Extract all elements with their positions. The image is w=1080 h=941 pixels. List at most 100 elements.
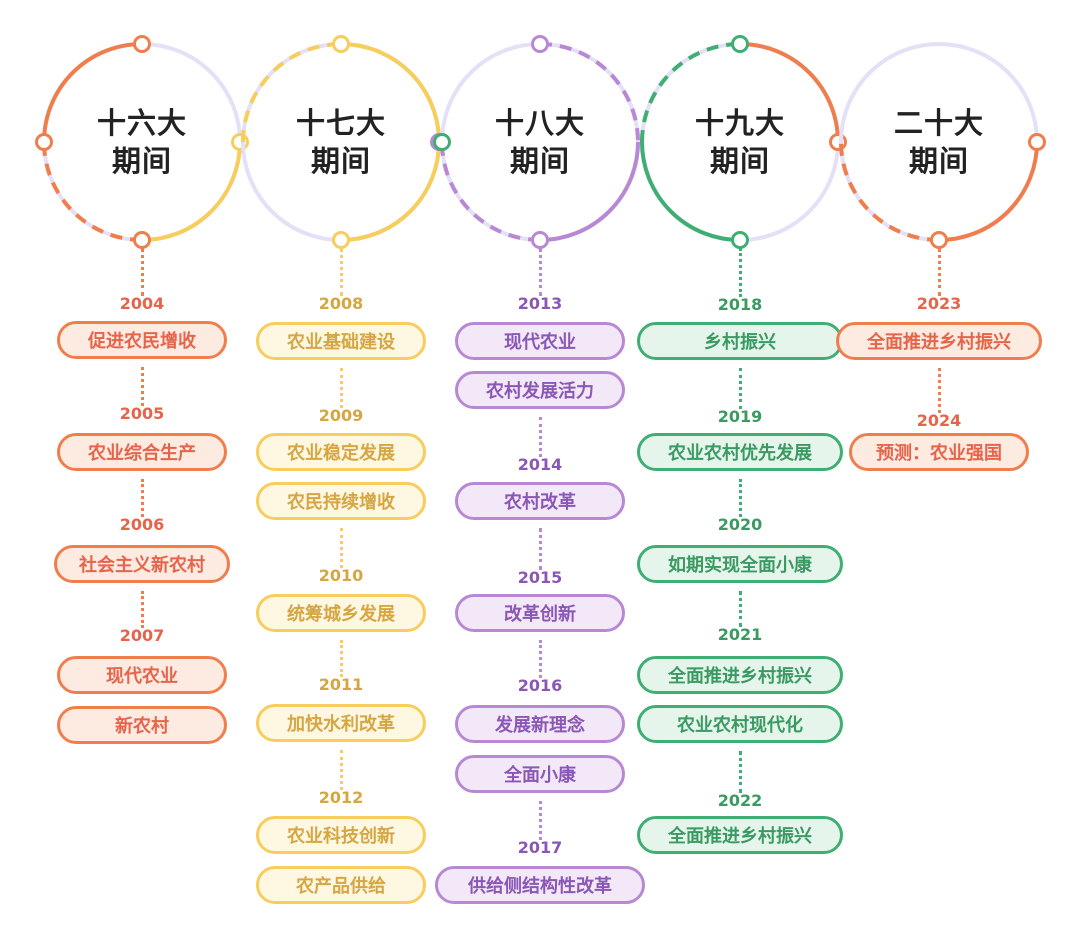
policy-pill: 社会主义新农村 bbox=[54, 545, 230, 583]
p18-connector bbox=[538, 248, 542, 296]
p17-title-line2: 期间 bbox=[310, 144, 371, 178]
policy-pill: 全面推进乡村振兴 bbox=[637, 656, 843, 694]
policy-pill: 农业科技创新 bbox=[256, 816, 426, 854]
year-label: 2011 bbox=[318, 675, 364, 694]
policy-pill: 改革创新 bbox=[455, 594, 625, 632]
year-label: 2013 bbox=[517, 294, 563, 313]
p19-title: 十九大期间 bbox=[640, 104, 840, 180]
p18-ring-node bbox=[531, 35, 549, 53]
year-label: 2020 bbox=[717, 515, 763, 534]
p20-ring-node bbox=[1028, 133, 1046, 151]
policy-pill: 农业基础建设 bbox=[256, 322, 426, 360]
year-label: 2023 bbox=[916, 294, 962, 313]
p17-connector bbox=[339, 640, 343, 677]
policy-pill: 农业农村优先发展 bbox=[637, 433, 843, 471]
p19-ring-node bbox=[731, 231, 749, 249]
p19-connector bbox=[738, 248, 742, 297]
p18-title-line2: 期间 bbox=[509, 144, 570, 178]
policy-pill: 农民持续增收 bbox=[256, 482, 426, 520]
p19-connector bbox=[738, 591, 742, 627]
p19-connector bbox=[738, 368, 742, 409]
policy-pill: 农业综合生产 bbox=[57, 433, 227, 471]
policy-pill: 农村发展活力 bbox=[455, 371, 625, 409]
p19-ring-arc bbox=[640, 141, 741, 242]
policy-pill: 农业农村现代化 bbox=[637, 705, 843, 743]
policy-pill: 农业稳定发展 bbox=[256, 433, 426, 471]
year-label: 2010 bbox=[318, 566, 364, 585]
p16-title: 十六大期间 bbox=[42, 104, 242, 180]
p20-ring-node bbox=[930, 231, 948, 249]
policy-pill: 全面小康 bbox=[455, 755, 625, 793]
p17-ring-node bbox=[332, 231, 350, 249]
policy-pill: 全面推进乡村振兴 bbox=[637, 816, 843, 854]
p18-connector bbox=[538, 417, 542, 457]
year-label: 2012 bbox=[318, 788, 364, 807]
year-label: 2019 bbox=[717, 407, 763, 426]
year-label: 2015 bbox=[517, 568, 563, 587]
p16-ring-arc bbox=[42, 42, 143, 143]
year-label: 2017 bbox=[517, 838, 563, 857]
p18-connector bbox=[538, 801, 542, 840]
p17-ring-arc bbox=[340, 42, 441, 143]
p16-title-line1: 十六大 bbox=[96, 106, 187, 140]
p16-ring-node bbox=[133, 231, 151, 249]
policy-pill: 预测：农业强国 bbox=[849, 433, 1029, 471]
p16-ring-arc bbox=[141, 141, 242, 242]
year-label: 2016 bbox=[517, 676, 563, 695]
policy-pill: 现代农业 bbox=[455, 322, 625, 360]
p20-connector bbox=[937, 368, 941, 413]
p16-ring-node bbox=[133, 35, 151, 53]
p19-ring-arc bbox=[739, 42, 840, 143]
p17-connector bbox=[339, 368, 343, 408]
p16-connector bbox=[140, 248, 144, 296]
p19-connector bbox=[738, 751, 742, 793]
policy-pill: 农产品供给 bbox=[256, 866, 426, 904]
policy-pill: 新农村 bbox=[57, 706, 227, 744]
p17-title-line1: 十七大 bbox=[295, 106, 386, 140]
year-label: 2009 bbox=[318, 406, 364, 425]
p17-connector bbox=[339, 248, 343, 296]
p19-connector bbox=[738, 479, 742, 517]
policy-pill: 发展新理念 bbox=[455, 705, 625, 743]
p16-connector bbox=[140, 591, 144, 628]
year-label: 2024 bbox=[916, 411, 962, 430]
p18-ring-node bbox=[531, 231, 549, 249]
p18-title: 十八大期间 bbox=[440, 104, 640, 180]
p17-ring-arc bbox=[241, 42, 342, 143]
policy-pill: 统筹城乡发展 bbox=[256, 594, 426, 632]
p20-title: 二十大期间 bbox=[839, 104, 1039, 180]
p17-connector bbox=[339, 528, 343, 568]
p18-title-line1: 十八大 bbox=[494, 106, 585, 140]
p16-connector bbox=[140, 367, 144, 406]
p18-ring-arc bbox=[440, 141, 541, 242]
year-label: 2006 bbox=[119, 515, 165, 534]
p17-connector bbox=[339, 750, 343, 790]
policy-pill: 农村改革 bbox=[455, 482, 625, 520]
p20-title-line1: 二十大 bbox=[893, 106, 984, 140]
policy-pill: 现代农业 bbox=[57, 656, 227, 694]
p18-ring-arc bbox=[539, 42, 640, 143]
p18-ring-node bbox=[433, 133, 451, 151]
p20-ring-arc bbox=[938, 141, 1039, 242]
p17-ring-node bbox=[332, 35, 350, 53]
p19-ring-node bbox=[731, 35, 749, 53]
p19-ring-arc bbox=[640, 42, 741, 143]
year-label: 2007 bbox=[119, 626, 165, 645]
p20-title-line2: 期间 bbox=[908, 144, 969, 178]
p18-ring-arc bbox=[539, 141, 640, 242]
p17-ring-arc bbox=[340, 141, 441, 242]
policy-pill: 如期实现全面小康 bbox=[637, 545, 843, 583]
p16-ring-arc bbox=[42, 141, 143, 242]
year-label: 2018 bbox=[717, 295, 763, 314]
year-label: 2014 bbox=[517, 455, 563, 474]
p16-ring-node bbox=[35, 133, 53, 151]
p16-title-line2: 期间 bbox=[111, 144, 172, 178]
p20-connector bbox=[937, 248, 941, 296]
p18-connector bbox=[538, 640, 542, 678]
policy-pill: 全面推进乡村振兴 bbox=[836, 322, 1042, 360]
p19-title-line1: 十九大 bbox=[694, 106, 785, 140]
policy-pill: 促进农民增收 bbox=[57, 321, 227, 359]
policy-pill: 供给侧结构性改革 bbox=[435, 866, 645, 904]
policy-pill: 加快水利改革 bbox=[256, 704, 426, 742]
year-label: 2004 bbox=[119, 294, 165, 313]
